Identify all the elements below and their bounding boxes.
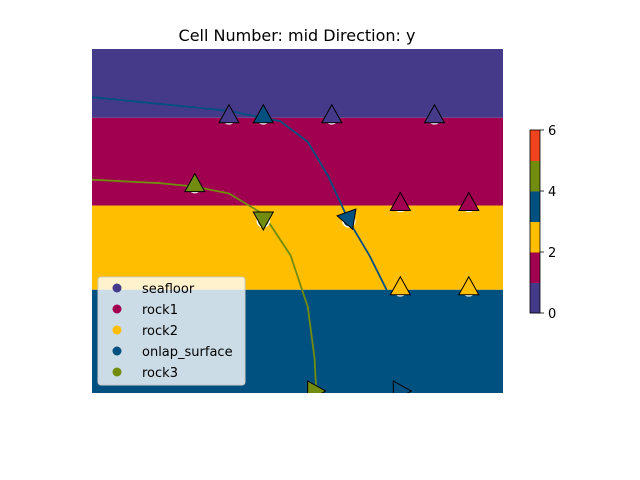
legend-box <box>97 276 246 386</box>
layer-rock1 <box>92 117 503 206</box>
colorbar-segment-0 <box>530 282 540 314</box>
colorbar-tick-label-1: 2 <box>548 246 556 261</box>
legend-marker-onlap_surface <box>112 346 122 356</box>
orientation-onlap_surface-0 <box>252 103 275 124</box>
layer-seafloor <box>92 49 503 118</box>
colorbar-segment-3 <box>530 191 540 222</box>
contour-onlap_surface <box>92 96 388 291</box>
orientation-rock3-0 <box>183 172 206 193</box>
colorbar-segment-1 <box>530 252 540 283</box>
legend-marker-rock1 <box>112 304 122 314</box>
orientation-rock2-1 <box>457 275 480 296</box>
colorbar-segment-4 <box>530 160 540 192</box>
orientation-onlap_surface-2 <box>392 380 413 393</box>
orientation-rock2-0 <box>389 275 412 296</box>
orientation-seafloor-0 <box>218 103 240 124</box>
legend-marker-rock3 <box>112 367 122 377</box>
orientation-rock3-2 <box>307 380 327 393</box>
orientation-rock3-1 <box>252 211 275 232</box>
legend-label-onlap_surface: onlap_surface <box>142 345 233 360</box>
orientation-seafloor-2 <box>423 103 446 124</box>
colorbar-tick-label-0: 0 <box>548 307 556 322</box>
orientation-rock1-1 <box>457 191 480 211</box>
colorbar-tick-label-3: 6 <box>548 124 556 139</box>
colorbar-tick-label-2: 4 <box>548 185 556 200</box>
colorbar: 0 2 4 6 <box>529 124 556 322</box>
legend-marker-rock2 <box>112 325 122 335</box>
orientation-onlap_surface-1 <box>336 208 357 231</box>
legend-label-rock1: rock1 <box>142 303 178 318</box>
colorbar-frame <box>529 129 541 314</box>
legend: seafloor rock1 rock2 onlap_surface rock3 <box>97 276 246 386</box>
colorbar-segment-2 <box>530 221 540 253</box>
orientation-rock1-0 <box>389 191 412 211</box>
legend-label-rock2: rock2 <box>142 324 178 339</box>
legend-marker-seafloor <box>112 283 122 293</box>
legend-label-seafloor: seafloor <box>142 282 195 297</box>
points-group <box>183 103 480 393</box>
orientation-seafloor-1 <box>320 103 343 124</box>
colorbar-segment-5 <box>530 130 540 161</box>
chart-title: Cell Number: mid Direction: y <box>179 26 416 45</box>
legend-label-rock3: rock3 <box>142 366 178 381</box>
